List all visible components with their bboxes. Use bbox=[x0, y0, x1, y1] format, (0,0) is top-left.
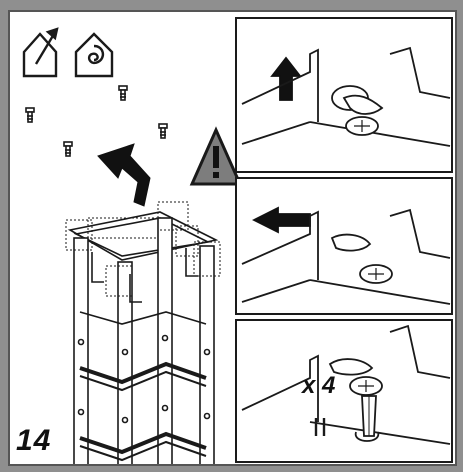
screw bbox=[63, 141, 73, 157]
quantity-label: x 4 bbox=[302, 372, 336, 399]
house-recirculation-icon bbox=[74, 32, 114, 78]
screw-set bbox=[25, 85, 168, 157]
screw bbox=[25, 107, 35, 123]
screw bbox=[118, 85, 128, 101]
step-number: 14 bbox=[16, 424, 52, 457]
instruction-panel: x 4 14 bbox=[8, 10, 457, 466]
assembly-illustration bbox=[22, 17, 453, 464]
chimney-frame bbox=[67, 211, 219, 464]
warning-triangle-icon bbox=[189, 126, 243, 186]
house-vent-out-icon bbox=[22, 27, 59, 78]
bracket-highlights bbox=[65, 201, 221, 297]
remove-arrow bbox=[97, 143, 151, 207]
detail-3 bbox=[241, 324, 451, 445]
detail-1 bbox=[241, 46, 451, 147]
screw bbox=[158, 123, 168, 139]
detail-2 bbox=[241, 206, 451, 305]
